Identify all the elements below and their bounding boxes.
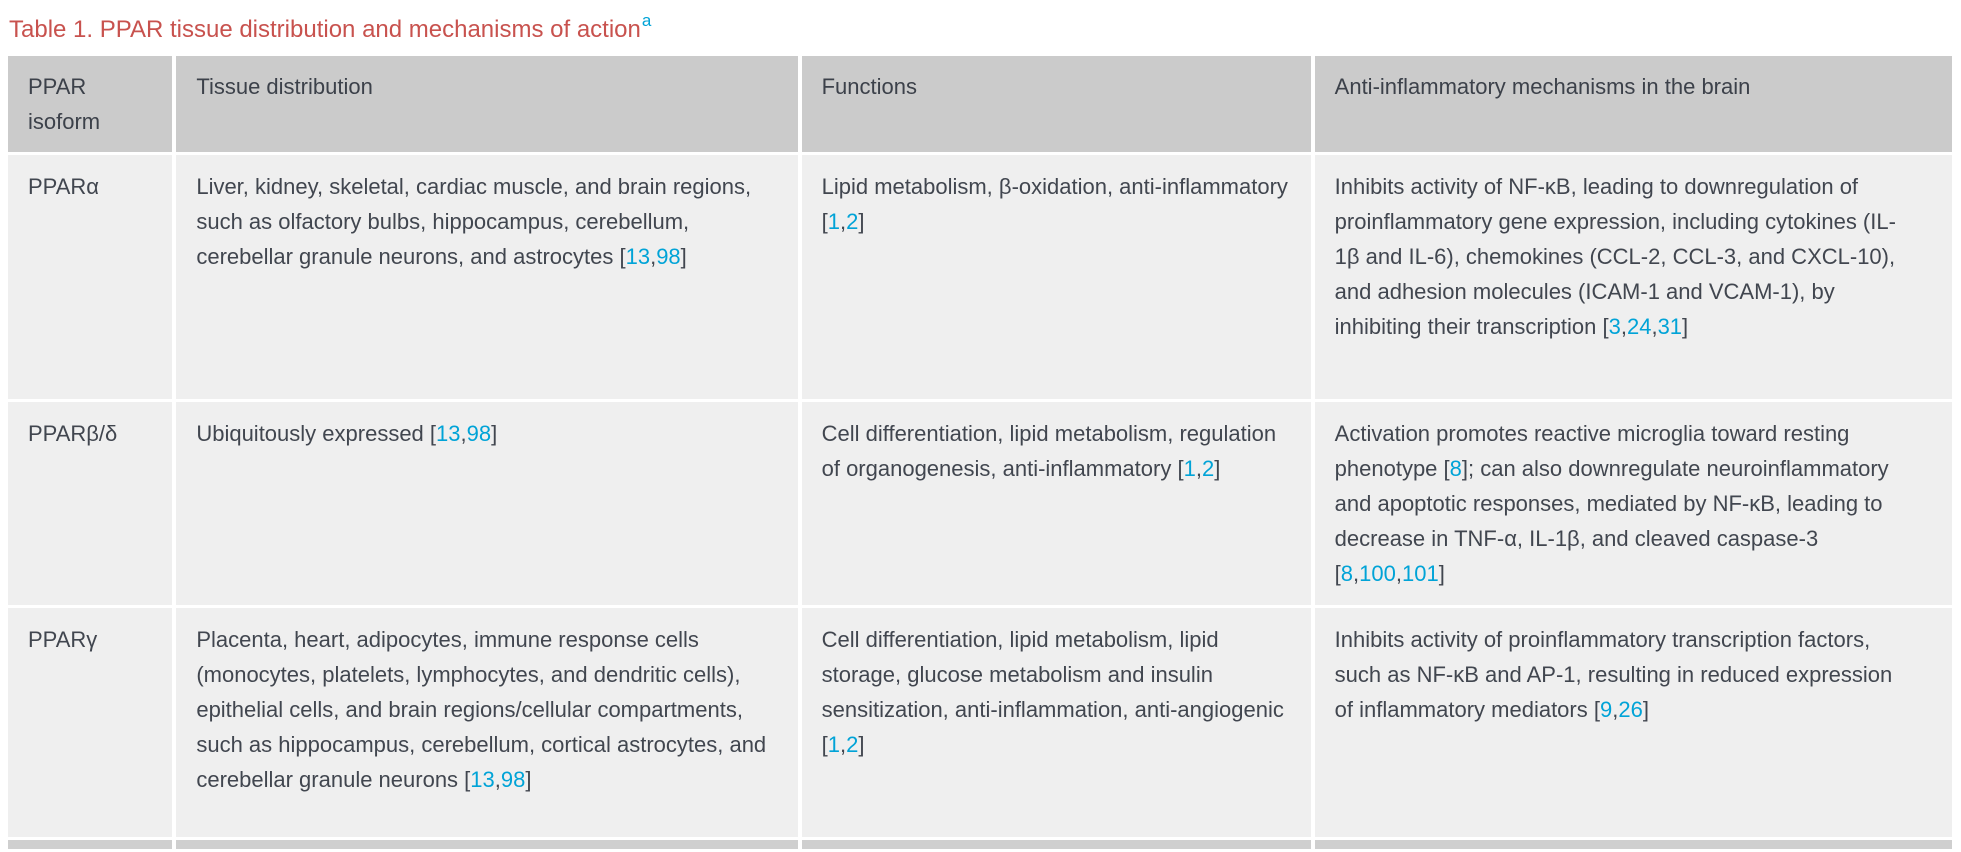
- cell-tissue: Ubiquitously expressed [13,98]: [176, 402, 798, 605]
- footnote-strip-row: [8, 840, 1952, 849]
- table-title-text: Table 1. PPAR tissue distribution and me…: [9, 16, 641, 43]
- table-title: Table 1. PPAR tissue distribution and me…: [9, 8, 1961, 45]
- cell-functions: Lipid metabolism, β-oxidation, anti-infl…: [801, 155, 1311, 399]
- cell-mechanisms: Inhibits activity of NF-κB, leading to d…: [1314, 155, 1952, 399]
- citation-link[interactable]: 9: [1599, 697, 1613, 722]
- citation-link[interactable]: 24: [1626, 314, 1652, 339]
- citation-link[interactable]: 98: [466, 421, 492, 446]
- table-footnote-marker[interactable]: a: [641, 11, 652, 30]
- citation-link[interactable]: 3: [1608, 314, 1621, 339]
- citation-link[interactable]: 101: [1402, 561, 1439, 586]
- citation-link[interactable]: 98: [500, 767, 526, 792]
- citation-link[interactable]: 1: [827, 209, 840, 234]
- citation-link[interactable]: 13: [436, 421, 461, 446]
- citation-link[interactable]: 31: [1657, 314, 1683, 339]
- cell-isoform: PPARγ: [8, 608, 173, 837]
- cell-tissue: Liver, kidney, skeletal, cardiac muscle,…: [176, 155, 798, 399]
- citation-link[interactable]: 8: [1340, 561, 1354, 586]
- citation-link[interactable]: 26: [1618, 697, 1643, 722]
- citation-link[interactable]: 13: [625, 244, 651, 269]
- footnote-strip-cell: [1314, 840, 1952, 849]
- cell-functions: Cell differentiation, lipid metabolism, …: [801, 402, 1311, 605]
- citation-link[interactable]: 2: [846, 732, 859, 757]
- cell-mechanisms: Activation promotes reactive microglia t…: [1314, 402, 1952, 605]
- citation-link[interactable]: 2: [846, 209, 859, 234]
- footnote-strip-cell: [8, 840, 173, 849]
- cell-functions: Cell differentiation, lipid metabolism, …: [801, 608, 1311, 837]
- citation-link[interactable]: 13: [470, 767, 495, 792]
- column-header: Tissue distribution: [176, 56, 798, 152]
- table-footnote-strip: [8, 840, 1952, 849]
- cell-tissue: Placenta, heart, adipocytes, immune resp…: [176, 608, 798, 837]
- citation-link[interactable]: 1: [827, 732, 840, 757]
- citation-link[interactable]: 98: [656, 244, 681, 269]
- column-header: Anti-inflammatory mechanisms in the brai…: [1314, 56, 1952, 152]
- footnote-strip-cell: [801, 840, 1311, 849]
- citation-link[interactable]: 2: [1201, 456, 1215, 481]
- citation-link[interactable]: 1: [1183, 456, 1196, 481]
- column-header: Functions: [801, 56, 1311, 152]
- citation-link[interactable]: 100: [1359, 561, 1396, 586]
- cell-isoform: PPARα: [8, 155, 173, 399]
- citation-link[interactable]: 8: [1449, 456, 1462, 481]
- cell-mechanisms: Inhibits activity of proinflammatory tra…: [1314, 608, 1952, 837]
- column-header: PPAR isoform: [8, 56, 173, 152]
- cell-isoform: PPARβ/δ: [8, 402, 173, 605]
- footnote-strip-cell: [176, 840, 798, 849]
